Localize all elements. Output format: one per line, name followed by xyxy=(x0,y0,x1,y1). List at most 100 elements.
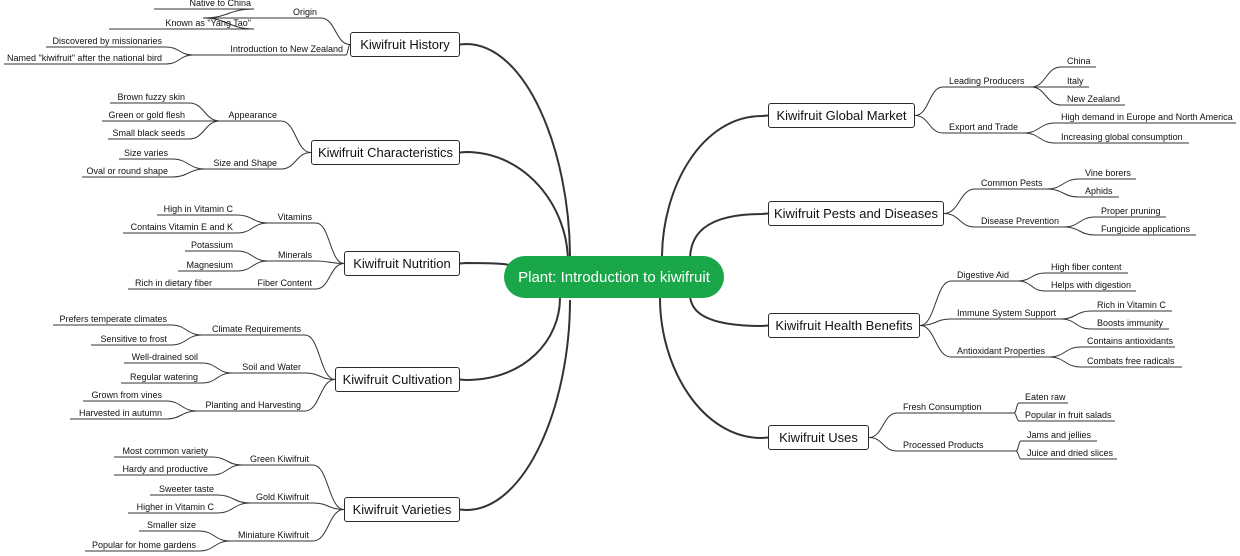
group-label[interactable]: Appearance xyxy=(228,110,277,120)
branch-node-history[interactable]: Kiwifruit History xyxy=(350,32,460,57)
group-label[interactable]: Gold Kiwifruit xyxy=(255,492,309,502)
leaf-connector xyxy=(201,362,233,374)
group-label[interactable]: Minerals xyxy=(277,250,312,260)
leaf-label[interactable]: High demand in Europe and North America xyxy=(1061,112,1233,122)
group-label[interactable]: Size and Shape xyxy=(213,158,277,168)
leaf-label[interactable]: Small black seeds xyxy=(112,128,185,138)
leaf-label[interactable]: Eaten raw xyxy=(1025,392,1066,402)
leaf-label[interactable]: High in Vitamin C xyxy=(163,204,233,214)
group-connector xyxy=(868,412,898,438)
leaf-label[interactable]: Combats free radicals xyxy=(1087,356,1175,366)
leaf-label[interactable]: Juice and dried slices xyxy=(1027,448,1114,458)
group-label[interactable]: Vitamins xyxy=(277,212,312,222)
root-node[interactable]: Plant: Introduction to kiwifruit xyxy=(504,256,724,298)
group-label[interactable]: Immune System Support xyxy=(957,308,1057,318)
branch-node-characteristics[interactable]: Kiwifruit Characteristics xyxy=(311,140,460,165)
branch-connector-uses xyxy=(659,297,769,440)
leaf-connector xyxy=(236,222,269,234)
leaf-label[interactable]: Discovered by missionaries xyxy=(52,36,162,46)
leaf-label[interactable]: Popular in fruit salads xyxy=(1025,410,1112,420)
group-connector xyxy=(315,260,345,264)
group-label[interactable]: Green Kiwifruit xyxy=(249,454,309,464)
group-connector xyxy=(312,509,345,542)
group-label[interactable]: Soil and Water xyxy=(242,362,301,372)
leaf-label[interactable]: Increasing global consumption xyxy=(1061,132,1183,142)
leaf-label[interactable]: Magnesium xyxy=(186,260,233,270)
group-label[interactable]: Fresh Consumption xyxy=(903,402,982,412)
leaf-label[interactable]: Boosts immunity xyxy=(1097,318,1164,328)
group-connector xyxy=(919,318,952,326)
leaf-label[interactable]: Sweeter taste xyxy=(158,484,214,494)
leaf-label[interactable]: Jams and jellies xyxy=(1027,430,1092,440)
leaf-label[interactable]: Prefers temperate climates xyxy=(59,314,167,324)
group-label[interactable]: Miniature Kiwifruit xyxy=(237,530,309,540)
group-label[interactable]: Climate Requirements xyxy=(211,324,301,334)
leaf-label[interactable]: Rich in Vitamin C xyxy=(1097,300,1166,310)
leaf-label[interactable]: New Zealand xyxy=(1067,94,1121,104)
leaf-label[interactable]: China xyxy=(1067,56,1091,66)
leaf-connector xyxy=(165,410,198,420)
branch-node-health[interactable]: Kiwifruit Health Benefits xyxy=(768,313,920,338)
group-label[interactable]: Planting and Harvesting xyxy=(205,400,301,410)
leaf-label[interactable]: Green or gold flesh xyxy=(108,110,185,120)
group-label[interactable]: Introduction to New Zealand xyxy=(230,44,343,54)
leaf-label[interactable]: Aphids xyxy=(1085,186,1113,196)
branch-node-market[interactable]: Kiwifruit Global Market xyxy=(768,103,915,128)
group-label[interactable]: Disease Prevention xyxy=(981,216,1060,226)
leaf-label[interactable]: Fungicide applications xyxy=(1101,224,1191,234)
group-label[interactable]: Export and Trade xyxy=(949,122,1019,132)
leaf-connector xyxy=(165,54,194,65)
leaf-connector xyxy=(1048,346,1082,358)
leaf-connector xyxy=(1063,216,1096,228)
leaf-label[interactable]: Size varies xyxy=(123,148,168,158)
leaf-label[interactable]: Brown fuzzy skin xyxy=(117,92,185,102)
leaf-connector xyxy=(1060,310,1092,320)
leaf-label[interactable]: Regular watering xyxy=(129,372,198,382)
leaf-label[interactable]: High fiber content xyxy=(1051,262,1122,272)
leaf-label[interactable]: Contains Vitamin E and K xyxy=(130,222,233,232)
leaf-label[interactable]: Popular for home gardens xyxy=(91,540,196,550)
leaf-label[interactable]: Well-drained soil xyxy=(131,352,198,362)
leaf-label[interactable]: Known as "Yang Tao" xyxy=(165,18,251,28)
group-connector xyxy=(304,372,336,380)
branch-node-nutrition[interactable]: Kiwifruit Nutrition xyxy=(344,251,460,276)
group-label[interactable]: Antioxidant Properties xyxy=(957,346,1046,356)
leaf-connector xyxy=(171,158,206,170)
leaf-connector xyxy=(1023,132,1056,144)
leaf-label[interactable]: Hardy and productive xyxy=(122,464,208,474)
group-label[interactable]: Origin xyxy=(292,7,317,17)
branch-node-varieties[interactable]: Kiwifruit Varieties xyxy=(344,497,460,522)
leaf-label[interactable]: Grown from vines xyxy=(91,390,162,400)
group-connector xyxy=(315,263,345,290)
leaf-connector xyxy=(165,400,198,412)
leaf-label[interactable]: Smaller size xyxy=(146,520,196,530)
group-connector xyxy=(280,152,312,170)
branch-node-uses[interactable]: Kiwifruit Uses xyxy=(768,425,869,450)
branch-node-cultivation[interactable]: Kiwifruit Cultivation xyxy=(335,367,460,392)
leaf-label[interactable]: Higher in Vitamin C xyxy=(136,502,214,512)
leaf-connector xyxy=(1013,402,1020,414)
leaf-connector xyxy=(1046,188,1080,198)
group-connector xyxy=(868,437,898,452)
leaf-label[interactable]: Most common variety xyxy=(122,446,208,456)
leaf-label[interactable]: Helps with digestion xyxy=(1051,280,1132,290)
leaf-label[interactable]: Sensitive to frost xyxy=(100,334,167,344)
group-label[interactable]: Leading Producers xyxy=(949,76,1025,86)
group-label[interactable]: Processed Products xyxy=(903,440,984,450)
leaf-label[interactable]: Italy xyxy=(1067,76,1084,86)
leaf-label[interactable]: Harvested in autumn xyxy=(78,408,162,418)
group-label[interactable]: Common Pests xyxy=(981,178,1043,188)
leaf-label[interactable]: Oval or round shape xyxy=(86,166,168,176)
leaf-label[interactable]: Contains antioxidants xyxy=(1087,336,1174,346)
leaf-connector xyxy=(171,168,206,178)
group-connector xyxy=(304,334,336,380)
leaf-label[interactable]: Named "kiwifruit" after the national bir… xyxy=(7,53,162,63)
group-label[interactable]: Fiber Content xyxy=(257,278,312,288)
leaf-label[interactable]: Proper pruning xyxy=(1101,206,1161,216)
leaf-label[interactable]: Native to China xyxy=(189,0,251,8)
branch-node-pests[interactable]: Kiwifruit Pests and Diseases xyxy=(768,201,944,226)
leaf-label[interactable]: Potassium xyxy=(190,240,233,250)
leaf-label[interactable]: Vine borers xyxy=(1085,168,1131,178)
group-label[interactable]: Digestive Aid xyxy=(957,270,1010,280)
leaf-label[interactable]: Rich in dietary fiber xyxy=(134,278,212,288)
